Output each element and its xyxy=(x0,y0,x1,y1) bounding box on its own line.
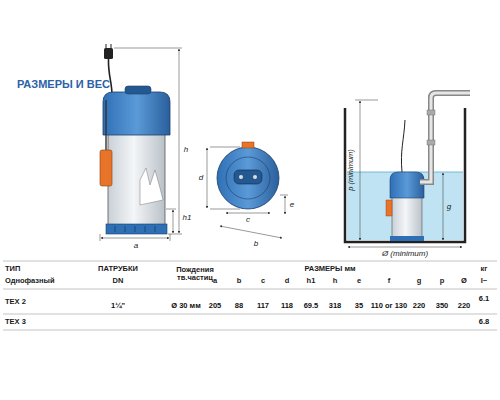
table-header: d xyxy=(285,277,290,285)
table-cell: Ø 30 мм xyxy=(171,302,200,310)
table-cell: 205 xyxy=(209,302,222,310)
dimension-label: e xyxy=(290,201,294,210)
table-header: I~ xyxy=(481,277,487,285)
table-cell: 1¼" xyxy=(111,302,125,310)
table-header: РАЗМЕРЫ мм xyxy=(304,265,355,273)
table-header: ПАТРУБКИ xyxy=(98,265,138,273)
dimension-label: Ø (minimum) xyxy=(382,250,428,259)
table-cell: 220 xyxy=(458,302,471,310)
table-header: e xyxy=(357,277,361,285)
table-header: Пождения тв.частиц xyxy=(173,266,217,283)
table-cell: 117 xyxy=(257,302,269,310)
dimension-label: h xyxy=(184,146,188,155)
table-header: Ø xyxy=(461,277,467,285)
table-header: TEX 3 xyxy=(5,318,26,326)
table-cell: 220 xyxy=(413,302,426,310)
installation-view xyxy=(345,93,470,247)
dimension-label: p (minimum) xyxy=(347,149,355,191)
pump-front-view xyxy=(100,44,182,241)
table-cell: 350 xyxy=(436,302,449,310)
dimension-label: c xyxy=(246,216,250,225)
table-cell: 69.5 xyxy=(304,302,319,310)
table-header: p xyxy=(440,277,445,285)
table-cell: 6.1 xyxy=(479,295,489,303)
table-header: c xyxy=(261,277,265,285)
dimension-label: h1 xyxy=(183,214,192,223)
dimension-label: g xyxy=(447,203,451,212)
table-header: b xyxy=(237,277,242,285)
table-header: g xyxy=(417,277,422,285)
table-header: ТИП xyxy=(5,265,20,273)
dimension-label: b xyxy=(254,240,258,249)
section-title: РАЗМЕРЫ И ВЕС xyxy=(17,78,110,90)
table-rules xyxy=(3,261,497,330)
dimension-label: a xyxy=(134,242,138,251)
pump-top-view xyxy=(207,142,288,238)
table-header: TEX 2 xyxy=(5,298,26,306)
table-header: Однофазный xyxy=(5,277,55,285)
table-cell: 118 xyxy=(281,302,293,310)
table-header: a xyxy=(213,277,217,285)
table-cell: 110 or 130 xyxy=(371,302,407,310)
dimension-label: d xyxy=(199,174,203,183)
table-header: f xyxy=(388,277,391,285)
table-cell: 88 xyxy=(235,302,243,310)
table-header: h1 xyxy=(307,277,316,285)
table-header: кг xyxy=(481,265,488,273)
table-cell: 318 xyxy=(329,302,342,310)
table-cell: 6.8 xyxy=(479,318,489,326)
table-cell: 35 xyxy=(355,302,363,310)
table-header: DN xyxy=(113,277,124,285)
table-header: h xyxy=(333,277,338,285)
